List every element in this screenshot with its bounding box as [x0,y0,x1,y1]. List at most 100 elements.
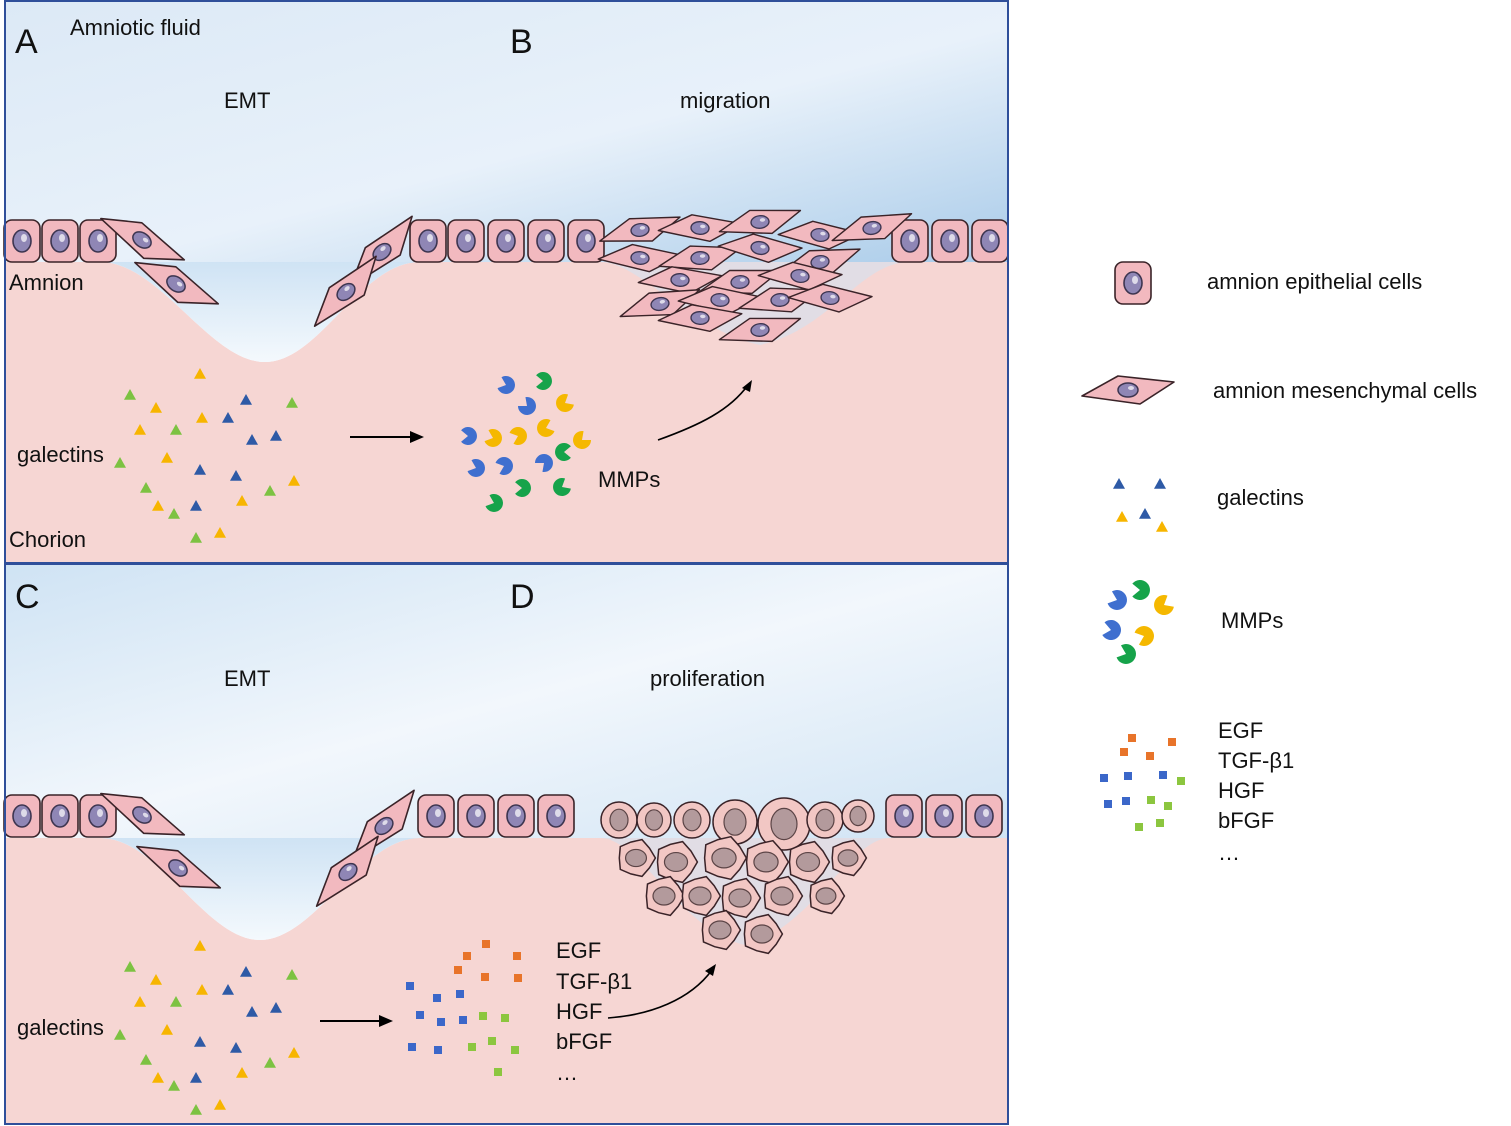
nucleus-highlight [178,865,185,871]
nucleus [682,808,702,832]
galectin-marker [161,452,173,463]
proliferating-cell [645,875,686,917]
curved-arrow-top [657,384,749,441]
nucleus [750,240,770,256]
nucleus-highlight [97,809,103,817]
nucleus [12,804,32,828]
panel-letter-b: B [510,23,533,61]
epithelial-cell [487,219,525,263]
mesenchymal-cell [313,255,377,327]
mesenchymal-cell [1081,375,1175,405]
epithelial-cell [41,219,79,263]
mmp-marker [467,458,485,477]
nucleus [88,229,108,253]
galectin-cluster-bottom [114,940,300,1115]
nucleus [723,808,747,836]
nucleus-highlight [382,820,388,826]
galectin-marker [194,464,206,475]
growth-factor-marker [1104,800,1112,808]
nucleus [506,804,526,828]
galectin-marker [230,1042,242,1053]
amnion-label: Amnion [9,270,84,295]
proliferating-cell [703,835,748,881]
galectin-marker [1116,511,1128,522]
epithelial-cell [41,794,79,838]
nucleus-highlight [344,286,350,292]
nucleus [12,229,32,253]
growth-factor-marker [1146,752,1154,760]
galectin-marker [286,969,298,980]
galectin-marker [214,527,226,538]
legend-mmps-label: MMPs [1221,608,1283,633]
amniotic-fluid-label: Amniotic fluid [70,15,201,40]
legend-mesenchymal-label: amnion mesenchymal cells [1213,378,1477,403]
galectin-marker [190,1072,202,1083]
galectin-marker [246,1006,258,1017]
nucleus [88,804,108,828]
epithelial-cell [3,219,41,263]
nucleus [849,805,867,827]
galectin-marker [168,508,180,519]
mmp-shape [553,478,571,496]
mmp-marker [556,394,574,412]
nucleus [900,229,920,253]
mmps-label: MMPs [598,467,660,492]
galectin-marker [288,1047,300,1058]
nucleus-highlight [427,234,433,242]
nucleus-highlight [585,234,591,242]
growth-factor-marker [1159,771,1167,779]
epithelial-cell [537,794,575,838]
proliferating-cell [788,840,831,884]
proliferating-cell [745,839,790,885]
growth-factor-marker [1124,772,1132,780]
nucleus-highlight [800,272,806,277]
growth-factor-marker [1122,797,1130,805]
galectin-marker [236,495,248,506]
galectin-marker [190,532,202,543]
nucleus [753,851,779,873]
mesenchymal-cell [718,209,802,235]
arrow-head [379,1015,393,1027]
nucleus-highlight [759,326,766,330]
nucleus [980,229,1000,253]
nucleus-highlight [903,809,909,817]
galectin-marker [134,996,146,1007]
nucleus-highlight [346,866,352,872]
nucleus [795,851,821,873]
cell-layer-bottom [3,789,1003,955]
galectin-marker [168,1080,180,1091]
growth-factor-marker [456,990,464,998]
nucleus [624,848,648,868]
nucleus [728,888,752,908]
nucleus-highlight [639,226,646,230]
nucleus-highlight [943,809,949,817]
nucleus-highlight [545,234,551,242]
galectin-marker [246,434,258,445]
proliferating-cell [841,799,875,833]
mmp-shape [484,428,502,447]
mesenchymal-cell [100,792,186,836]
nucleus-highlight [779,296,786,300]
growth-factor-marker [501,1014,509,1022]
mmp-marker [485,493,503,512]
mmp-marker [537,418,555,437]
nucleus [815,887,837,905]
panel-bottom: C D EMT proliferation galectins EGF TGF-… [3,563,1009,1125]
growth-factor-marker [433,994,441,1002]
mesenchymal-cell [718,317,802,343]
nucleus [1123,271,1143,295]
mmp-shape [515,479,531,497]
mmp-shape [1132,580,1150,600]
galectin-marker [236,1067,248,1078]
nucleus [50,804,70,828]
galectin-marker [214,1099,226,1110]
growth-factor-cluster [406,940,522,1076]
nucleus [336,282,356,302]
mmp-shape [467,458,485,477]
nucleus-highlight [680,276,686,281]
mmp-shape [556,394,574,412]
galectin-marker [124,389,136,400]
galectin-marker [286,397,298,408]
nucleus [894,804,914,828]
nucleus-highlight [760,244,766,249]
